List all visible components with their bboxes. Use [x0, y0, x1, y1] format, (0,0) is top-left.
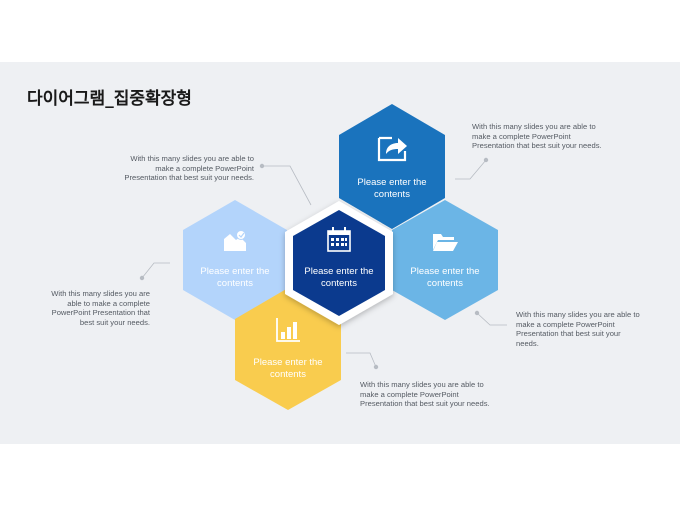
- connector-bottom-right: [346, 352, 377, 368]
- hexagon-bottom[interactable]: Please enter the contents: [235, 288, 341, 410]
- connector-dot: [373, 364, 379, 370]
- hexagon-top[interactable]: Please enter the contents: [339, 104, 445, 229]
- note-line: make a complete PowerPoint: [360, 389, 459, 399]
- connector-top-right: [455, 159, 487, 180]
- note-line: Presentation that best suit your needs.: [124, 173, 254, 183]
- note-line: With this many slides you are able to: [472, 122, 596, 131]
- connector-lines: [139, 157, 507, 370]
- note-line: With this many slides you are able to: [360, 380, 484, 389]
- connector-mid-right: [476, 312, 507, 326]
- note-line: Presentation that best suit your: [516, 329, 621, 339]
- note-mid-left: With this many slides you are able to ma…: [30, 289, 150, 327]
- note-line: PowerPoint Presentation that: [51, 308, 150, 318]
- hexagon-left-label-2: contents: [217, 278, 253, 289]
- note-line: make a complete PowerPoint: [516, 319, 615, 329]
- note-top-right: With this many slides you are able to ma…: [472, 122, 632, 151]
- note-line: make a complete PowerPoint: [472, 131, 571, 141]
- note-top-left: With this many slides you are able to ma…: [92, 154, 254, 183]
- connector-mid-left: [141, 262, 170, 279]
- slide-title: 다이어그램_집중확장형: [27, 89, 192, 109]
- hexagon-diagram: Please enter the contents Please enter t…: [139, 104, 507, 410]
- bar-chart-icon: [276, 318, 300, 342]
- slide-canvas: 다이어그램_집중확장형 Please en: [0, 62, 680, 444]
- connector-top-left: [262, 165, 312, 206]
- hexagon-bottom-label-2: contents: [270, 369, 306, 380]
- hexagon-center-label-1: Please enter the: [304, 266, 373, 277]
- folder-open-icon: [433, 234, 458, 251]
- hexagon-right-label-1: Please enter the: [410, 266, 479, 277]
- note-line: Presentation that best suit your needs.: [360, 399, 490, 409]
- note-line: Presentation that best suit your needs.: [472, 141, 602, 151]
- note-bottom-right: With this many slides you are able to ma…: [360, 380, 520, 409]
- note-line: best suit your needs.: [79, 317, 150, 327]
- connector-dot: [259, 163, 265, 169]
- hexagon-center-label-2: contents: [321, 278, 357, 289]
- note-mid-right: With this many slides you are able to ma…: [516, 310, 666, 348]
- hexagon-center[interactable]: Please enter the contents: [285, 201, 393, 325]
- hexagon-left[interactable]: Please enter the contents: [183, 200, 287, 320]
- hexagon-right-label-2: contents: [427, 278, 463, 289]
- note-line: needs.: [516, 338, 539, 348]
- note-line: With this many slides you are able to: [516, 310, 640, 319]
- calendar-icon: [327, 227, 351, 252]
- note-line: With this many slides you are: [51, 289, 150, 298]
- hexagon-left-label-1: Please enter the: [200, 266, 269, 277]
- connector-dot: [139, 275, 145, 281]
- connector-dot: [483, 157, 489, 163]
- hexagon-top-label-1: Please enter the: [357, 177, 426, 188]
- note-line: make a complete PowerPoint: [155, 163, 254, 173]
- landscape-check-icon: [224, 230, 246, 251]
- hexagon-top-label-2: contents: [374, 189, 410, 200]
- share-arrow-icon: [377, 136, 407, 162]
- note-line: able to make a complete: [67, 298, 150, 308]
- note-line: With this many slides you are able to: [130, 154, 254, 163]
- connector-dot: [474, 310, 480, 316]
- hexagon-bottom-label-1: Please enter the: [253, 357, 322, 368]
- hexagon-right[interactable]: Please enter the contents: [392, 200, 498, 320]
